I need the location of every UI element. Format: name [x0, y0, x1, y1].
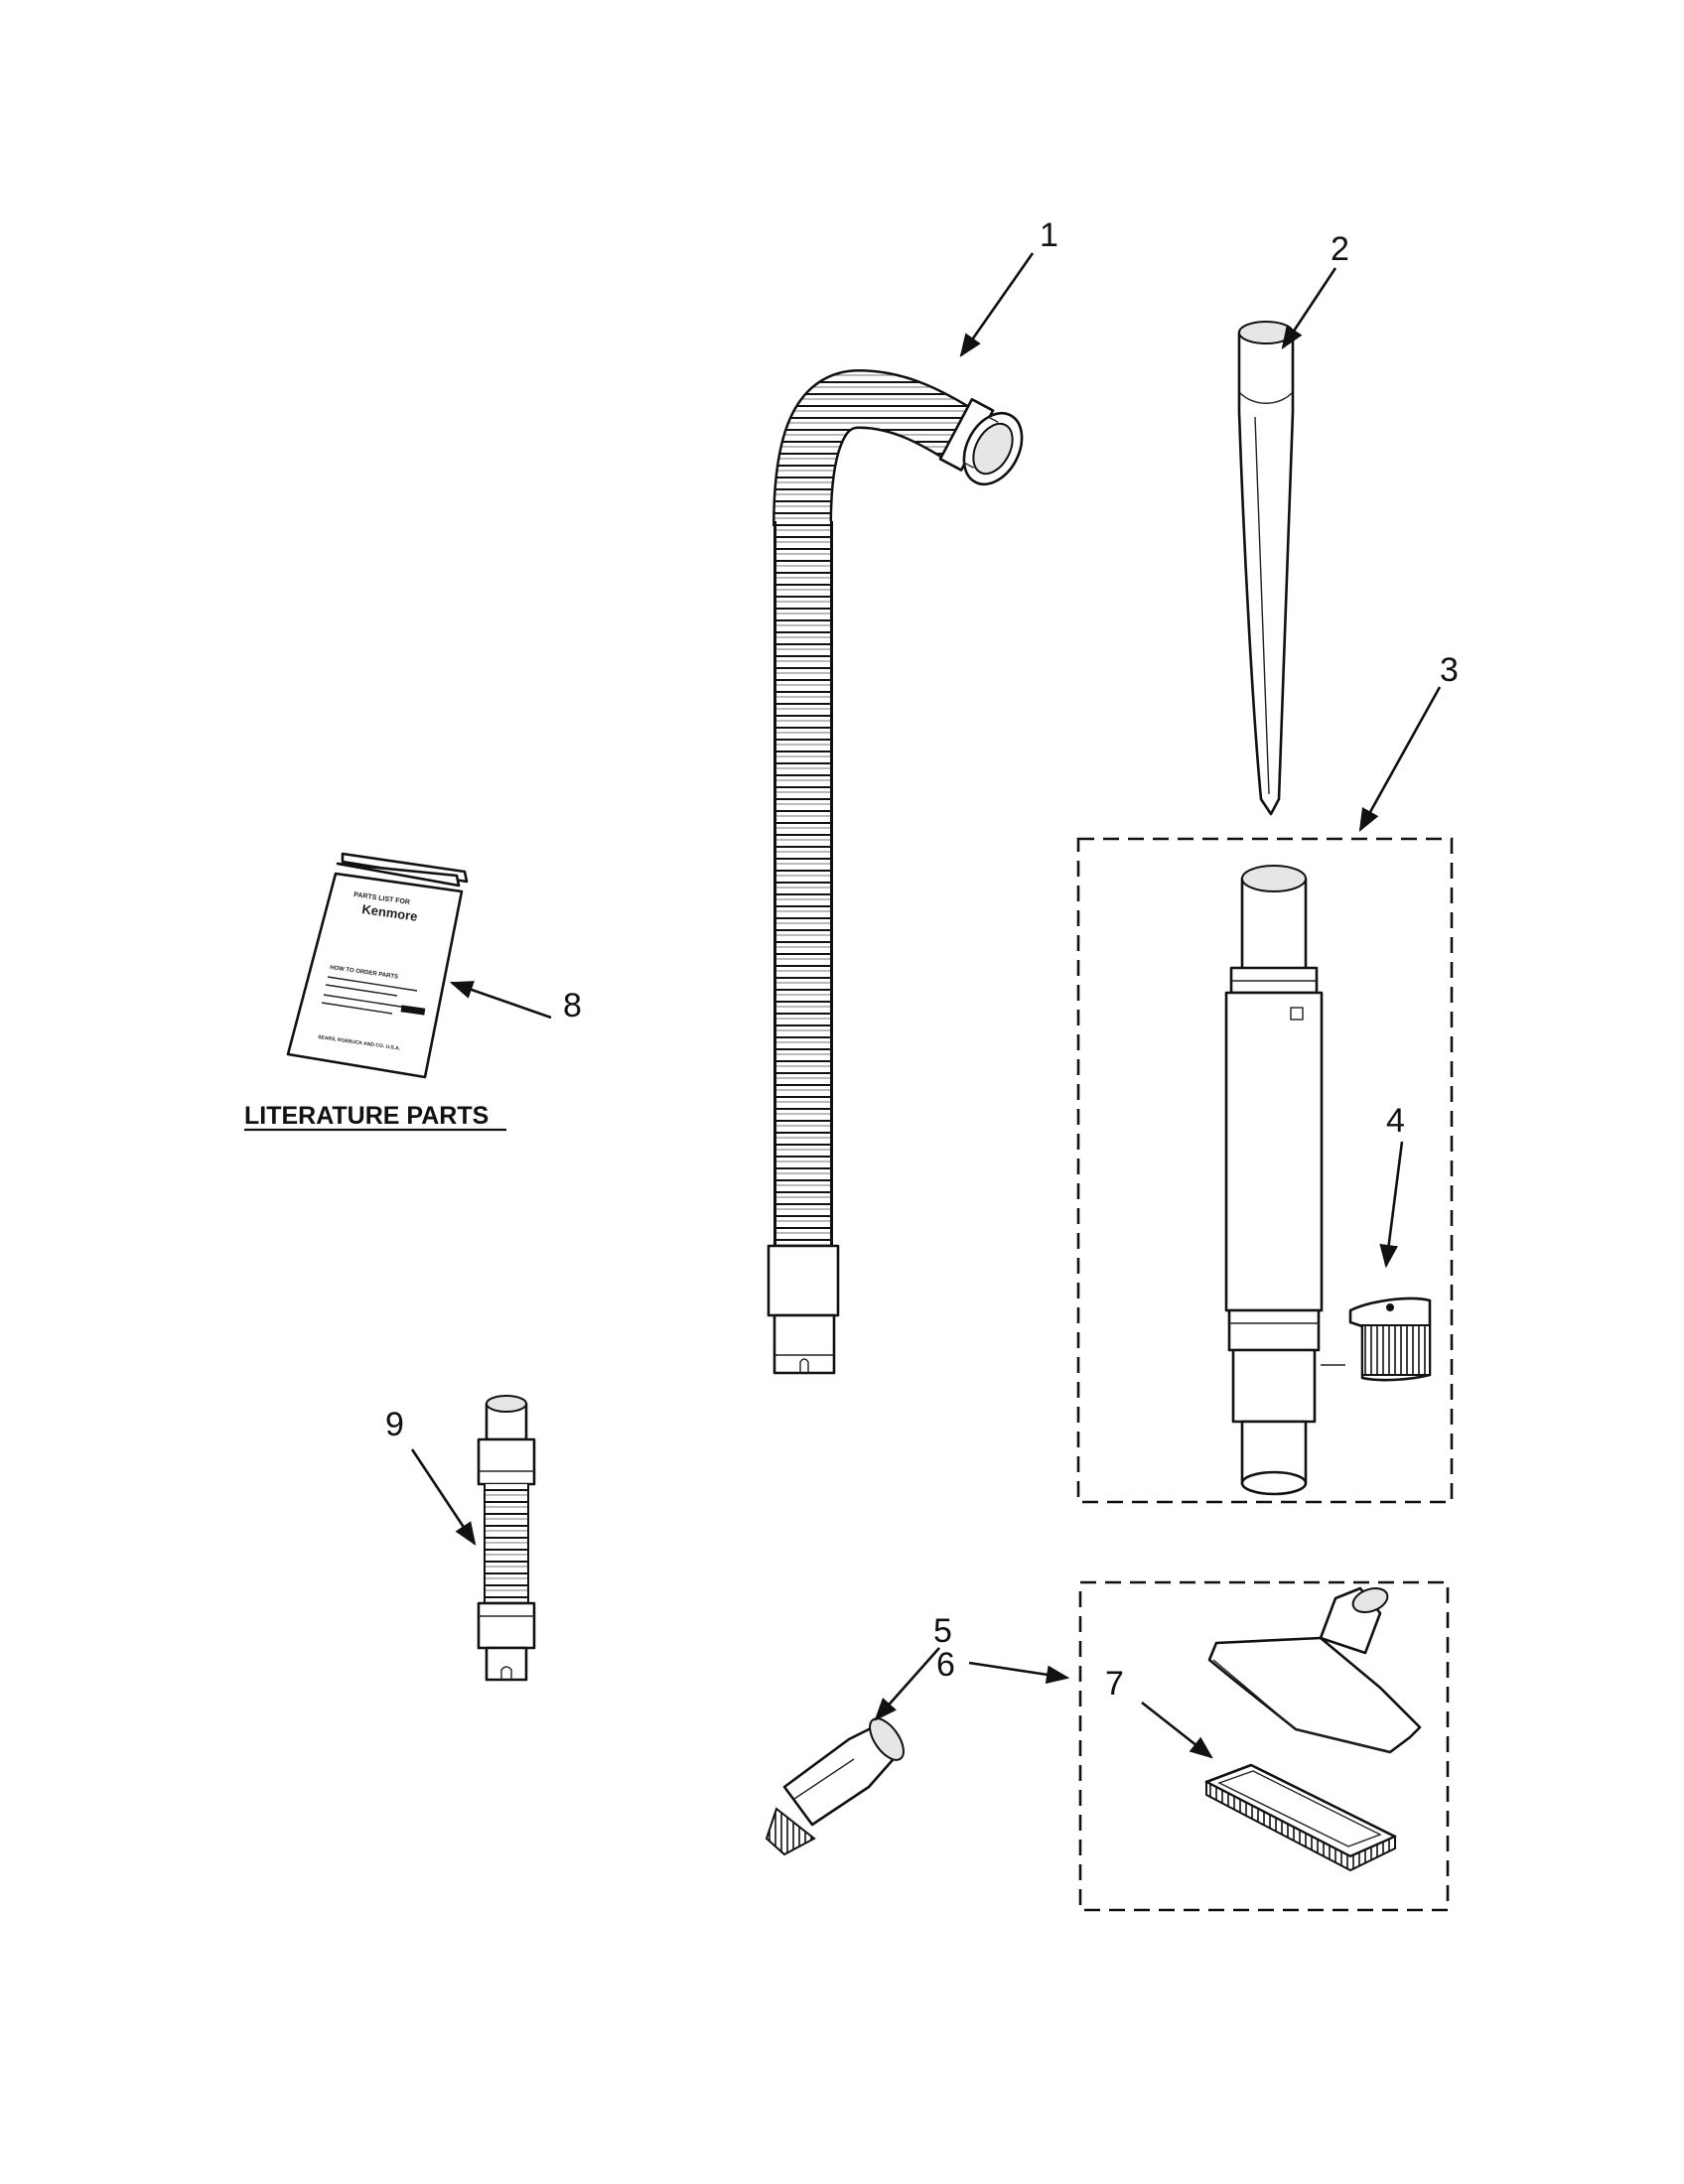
callout-3: 3 [1440, 651, 1459, 689]
leader-lines [410, 252, 1442, 1759]
floor-tool-kit-box [1078, 1580, 1450, 1912]
callout-7: 7 [1105, 1665, 1124, 1703]
floor-brush-strip-part [1204, 1763, 1397, 1872]
floor-tool-part [1207, 1586, 1422, 1754]
wand-kit-box [1076, 837, 1454, 1504]
callout-9: 9 [385, 1406, 404, 1443]
manual-part: PARTS LIST FOR Kenmore HOW TO ORDER PART… [286, 852, 469, 1079]
callout-8: 8 [563, 987, 582, 1024]
callout-4: 4 [1386, 1102, 1405, 1140]
crevice-tool-part [1237, 321, 1295, 816]
callout-numbers: 1 2 3 4 5 6 7 8 9 [385, 216, 1459, 1703]
wand-part [1224, 865, 1345, 1496]
wand-clip-part [1348, 1297, 1432, 1382]
dusting-brush-part [765, 1717, 905, 1856]
callout-2: 2 [1331, 230, 1349, 268]
literature-parts-label: LITERATURE PARTS [244, 1102, 489, 1130]
callout-6: 6 [936, 1646, 955, 1684]
short-hose-part [477, 1395, 536, 1682]
hose-part [767, 368, 1024, 1375]
callout-1: 1 [1040, 216, 1058, 254]
callout-5: 5 [933, 1612, 952, 1650]
